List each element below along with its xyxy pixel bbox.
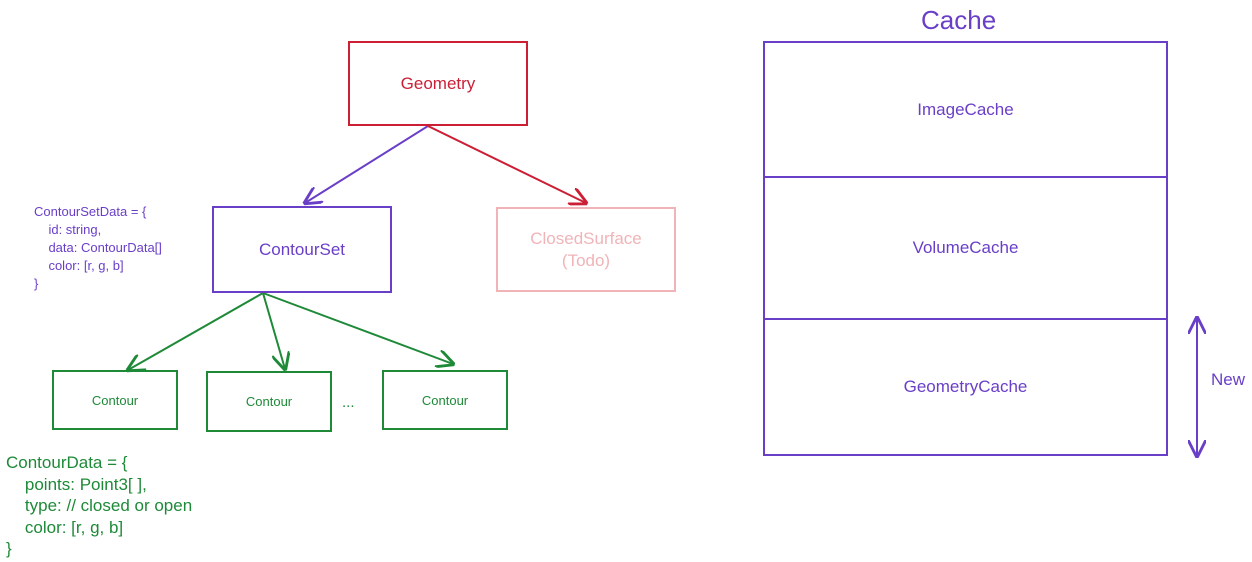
contour-label: Contour — [421, 392, 469, 408]
arrow-contourset-to-contour-2 — [262, 292, 285, 369]
arrow-geometry-to-closedsurface — [427, 125, 586, 203]
code-line: } — [6, 539, 12, 558]
contour-node: Contour — [206, 371, 332, 432]
geometry-label: Geometry — [400, 73, 476, 93]
code-line: ContourData = { — [6, 453, 128, 472]
contourset-label: ContourSet — [259, 239, 345, 259]
imagecache-label: ImageCache — [917, 99, 1014, 119]
arrow-contourset-to-contour-3 — [262, 292, 453, 364]
volumecache-label: VolumeCache — [912, 238, 1019, 257]
geometrycache-label: GeometryCache — [903, 377, 1028, 396]
code-line: data: ContourData[] — [34, 240, 162, 255]
code-line: } — [34, 276, 39, 291]
cache-section-geometry: GeometryCache — [763, 318, 1168, 456]
cache-section-image: ImageCache — [763, 41, 1168, 178]
contour-label: Contour — [91, 392, 139, 408]
arrow-contourset-to-contour-1 — [128, 292, 264, 370]
closedsurface-node: ClosedSurface (Todo) — [496, 207, 676, 292]
geometry-node: Geometry — [348, 41, 528, 126]
arrow-geometry-to-contourset — [305, 125, 429, 203]
contourdata-code: ContourData = { points: Point3[ ], type:… — [6, 452, 192, 560]
code-line: ContourSetData = { — [34, 204, 147, 219]
contour-node: Contour — [382, 370, 508, 430]
closedsurface-todo-label: (Todo) — [561, 250, 611, 270]
cache-title: Cache — [921, 5, 997, 35]
contour-label: Contour — [245, 394, 293, 409]
contour-node: Contour — [52, 370, 178, 430]
contourset-node: ContourSet — [212, 206, 392, 293]
contoursetdata-code: ContourSetData = { id: string, data: Con… — [34, 203, 162, 293]
code-line: id: string, — [34, 222, 102, 237]
cache-section-volume: VolumeCache — [763, 176, 1168, 320]
code-line: color: [r, g, b] — [6, 517, 124, 537]
new-label: New — [1211, 370, 1246, 389]
closedsurface-label: ClosedSurface — [530, 229, 642, 249]
code-line: color: [r, g, b] — [34, 258, 124, 273]
contour-ellipsis: ... — [342, 394, 355, 411]
code-line: points: Point3[ ], — [6, 474, 147, 494]
code-line: type: // closed or open — [6, 496, 193, 515]
